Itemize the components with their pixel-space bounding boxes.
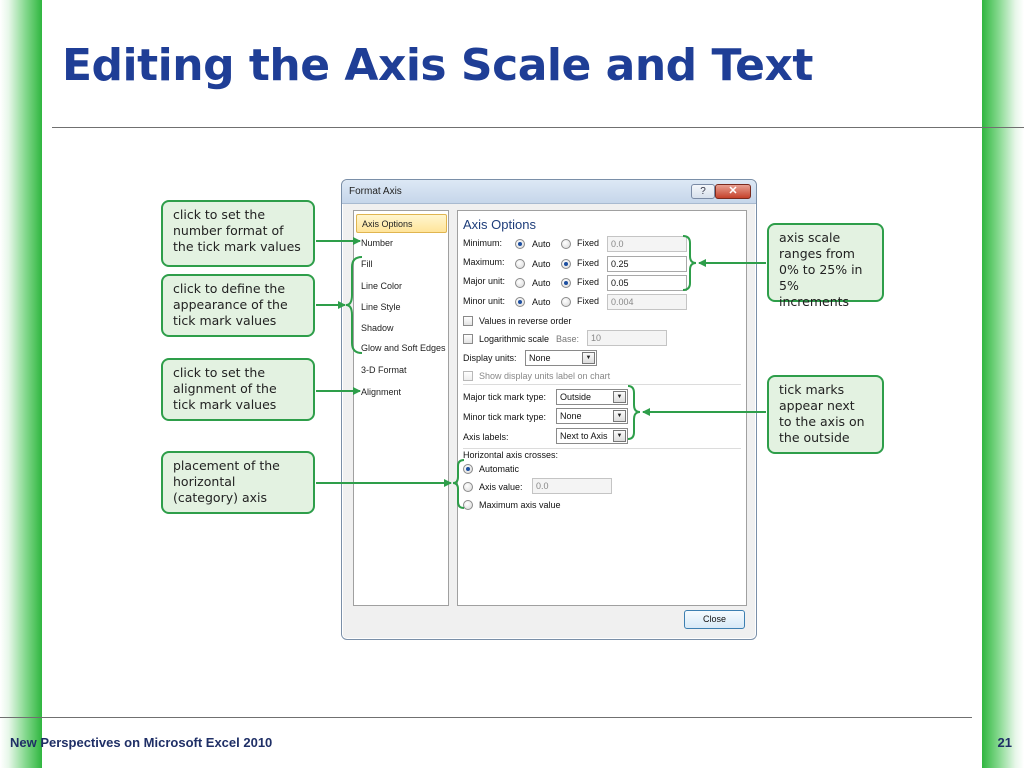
minor-auto-radio[interactable] <box>515 297 525 307</box>
slide-title: Editing the Axis Scale and Text <box>62 40 813 91</box>
close-icon[interactable]: ✕ <box>715 184 751 199</box>
format-axis-dialog: Format Axis ? ✕ Axis Options Number Fill… <box>341 179 757 640</box>
footer-divider <box>0 717 972 718</box>
callout-tick-marks: tick marks appear next to the axis on th… <box>767 375 884 454</box>
page-number: 21 <box>997 735 1012 750</box>
separator <box>463 384 741 385</box>
minor-auto-label: Auto <box>532 297 551 307</box>
values-reverse-label: Values in reverse order <box>479 316 572 326</box>
maximum-field[interactable]: 0.25 <box>607 256 687 272</box>
axis-options-panel: Axis Options Minimum: Auto Fixed 0.0 Max… <box>457 210 747 606</box>
title-divider <box>52 127 1024 128</box>
minor-unit-field[interactable]: 0.004 <box>607 294 687 310</box>
separator <box>463 448 741 449</box>
callout-axis-scale: axis scale ranges from 0% to 25% in 5% i… <box>767 223 884 309</box>
minimum-auto-label: Auto <box>532 239 551 249</box>
callout-appearance: click to define the appearance of the ti… <box>161 274 315 337</box>
axis-labels-label: Axis labels: <box>463 432 509 442</box>
axis-labels-value: Next to Axis <box>560 431 608 441</box>
dropdown-arrow-icon: ▼ <box>613 430 626 442</box>
right-green-bar <box>982 0 1024 768</box>
close-button[interactable]: Close <box>684 610 745 629</box>
base-label: Base: <box>556 334 580 344</box>
minimum-auto-radio[interactable] <box>515 239 525 249</box>
major-auto-radio[interactable] <box>515 278 525 288</box>
axis-value-radio[interactable] <box>463 482 473 492</box>
base-field[interactable]: 10 <box>587 330 667 346</box>
major-tick-value: Outside <box>560 392 592 402</box>
maximum-auto-label: Auto <box>532 259 551 269</box>
dropdown-arrow-icon: ▼ <box>613 410 626 422</box>
minor-unit-label: Minor unit: <box>463 296 506 306</box>
nav-item-axis-options[interactable]: Axis Options <box>356 214 447 233</box>
minimum-fixed-label: Fixed <box>577 238 600 248</box>
show-units-label: Show display units label on chart <box>479 371 611 381</box>
dropdown-arrow-icon: ▼ <box>613 391 626 403</box>
major-tick-label: Major tick mark type: <box>463 392 547 402</box>
callout-alignment: click to set the alignment of the tick m… <box>161 358 315 421</box>
automatic-label: Automatic <box>479 464 520 474</box>
automatic-radio[interactable] <box>463 464 473 474</box>
nav-item-line-color[interactable]: Line Color <box>361 281 403 291</box>
footer-course-title: New Perspectives on Microsoft Excel 2010 <box>10 735 273 750</box>
display-units-value: None <box>529 353 551 363</box>
nav-item-line-style[interactable]: Line Style <box>361 302 401 312</box>
nav-item-shadow[interactable]: Shadow <box>361 323 394 333</box>
nav-item-alignment[interactable]: Alignment <box>361 387 402 397</box>
major-fixed-label: Fixed <box>577 277 600 287</box>
nav-item-glow[interactable]: Glow and Soft Edges <box>361 343 446 353</box>
callout-placement: placement of the horizontal (category) a… <box>161 451 315 514</box>
minor-fixed-label: Fixed <box>577 296 600 306</box>
max-axis-value-radio[interactable] <box>463 500 473 510</box>
minor-tick-label: Minor tick mark type: <box>463 412 547 422</box>
maximum-label: Maximum: <box>463 257 505 267</box>
dialog-title: Format Axis <box>349 186 402 197</box>
category-nav: Axis Options Number Fill Line Color Line… <box>353 210 449 606</box>
help-button[interactable]: ? <box>691 184 715 199</box>
axis-value-label: Axis value: <box>479 482 523 492</box>
minor-tick-select[interactable]: None ▼ <box>556 408 628 424</box>
minimum-label: Minimum: <box>463 238 503 248</box>
display-units-select[interactable]: None ▼ <box>525 350 597 366</box>
maximum-fixed-label: Fixed <box>577 258 600 268</box>
nav-item-fill[interactable]: Fill <box>361 259 373 269</box>
major-auto-label: Auto <box>532 278 551 288</box>
dropdown-arrow-icon: ▼ <box>582 352 595 364</box>
axis-value-field[interactable]: 0.0 <box>532 478 612 494</box>
log-scale-checkbox[interactable] <box>463 334 473 344</box>
minor-tick-value: None <box>560 411 582 421</box>
nav-item-3d-format[interactable]: 3-D Format <box>361 365 407 375</box>
nav-item-number[interactable]: Number <box>361 238 394 248</box>
major-unit-field[interactable]: 0.05 <box>607 275 687 291</box>
dialog-titlebar: Format Axis ? ✕ <box>342 180 756 204</box>
minor-fixed-radio[interactable] <box>561 297 571 307</box>
major-unit-label: Major unit: <box>463 276 506 286</box>
maximum-fixed-radio[interactable] <box>561 259 571 269</box>
show-units-checkbox[interactable] <box>463 371 473 381</box>
axis-labels-select[interactable]: Next to Axis ▼ <box>556 428 628 444</box>
h-axis-crosses-label: Horizontal axis crosses: <box>463 450 559 460</box>
major-tick-select[interactable]: Outside ▼ <box>556 389 628 405</box>
display-units-label: Display units: <box>463 353 517 363</box>
minimum-field[interactable]: 0.0 <box>607 236 687 252</box>
log-scale-label: Logarithmic scale <box>479 334 550 344</box>
minimum-fixed-radio[interactable] <box>561 239 571 249</box>
values-reverse-checkbox[interactable] <box>463 316 473 326</box>
maximum-auto-radio[interactable] <box>515 259 525 269</box>
major-fixed-radio[interactable] <box>561 278 571 288</box>
panel-heading: Axis Options <box>463 217 536 232</box>
left-green-bar <box>0 0 42 768</box>
max-axis-value-label: Maximum axis value <box>479 500 561 510</box>
callout-number-format: click to set the number format of the ti… <box>161 200 315 267</box>
